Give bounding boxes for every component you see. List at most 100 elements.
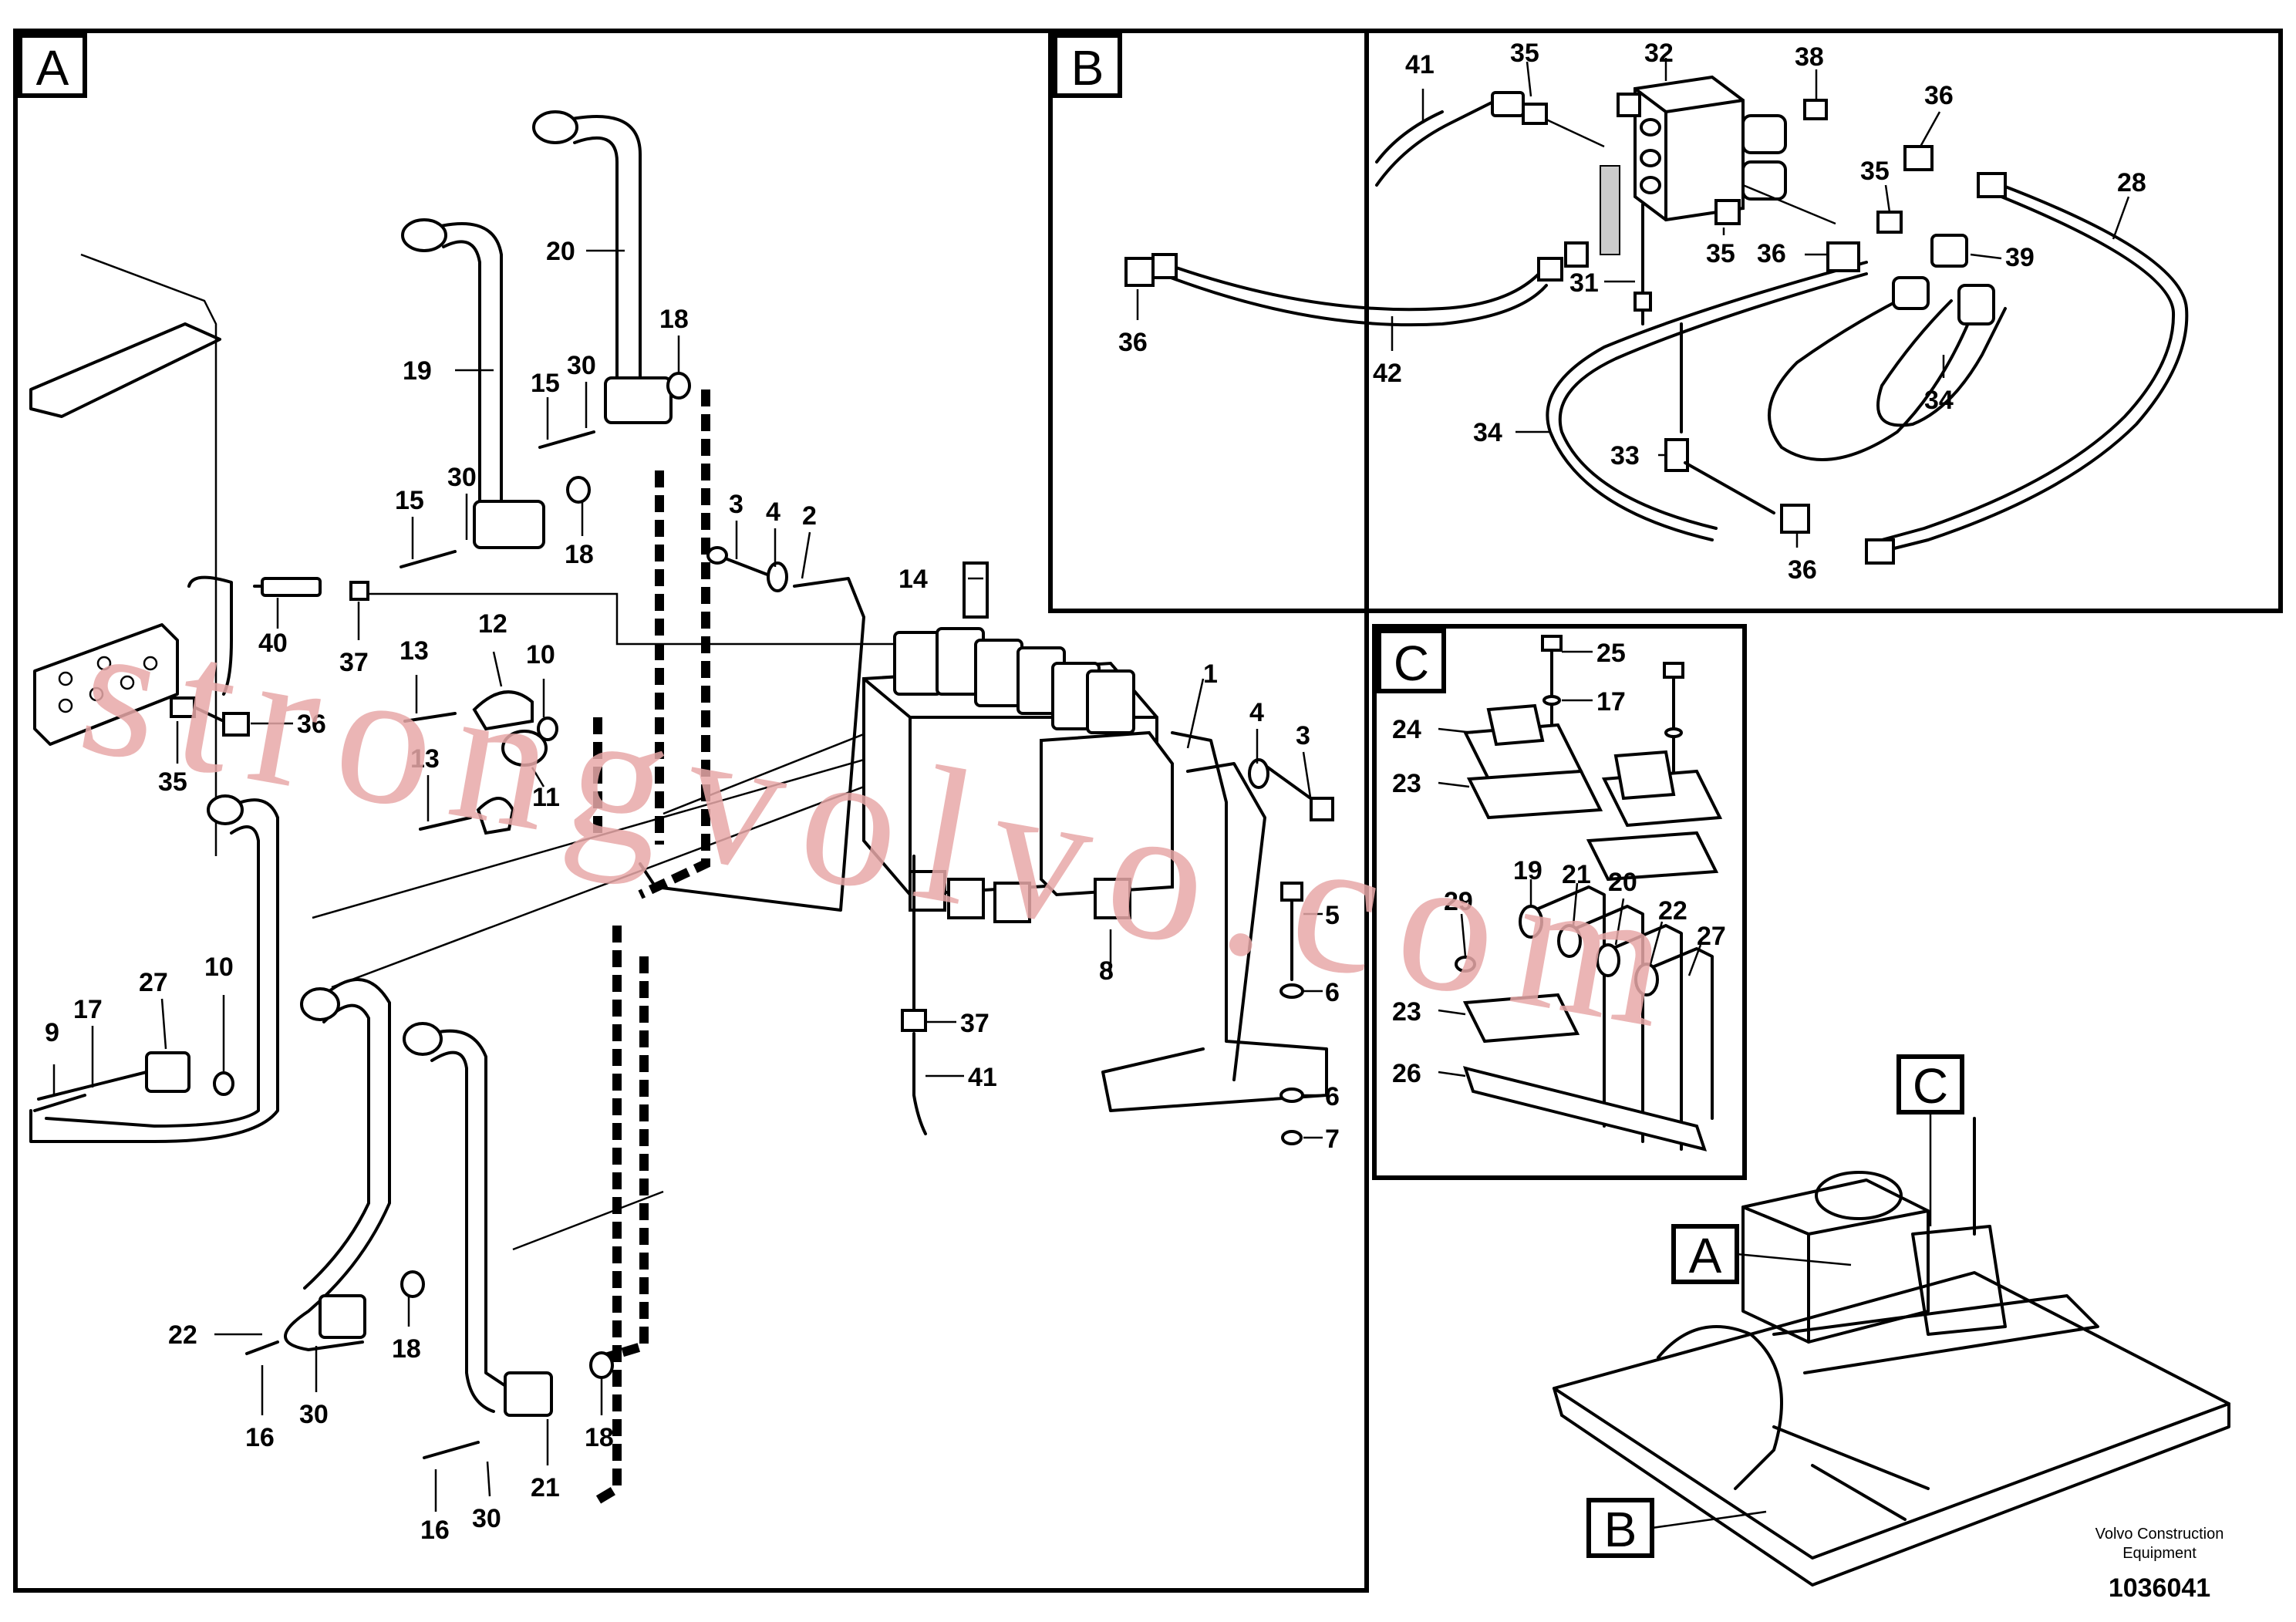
overview-frame bbox=[1553, 1271, 2230, 1560]
o-ring-18b bbox=[566, 476, 591, 504]
panel-b: B bbox=[1048, 29, 2283, 613]
callout-b-39: 39 bbox=[2005, 243, 2035, 272]
callout-c-21: 21 bbox=[1562, 860, 1591, 889]
callout-b-36c: 36 bbox=[1118, 328, 1148, 357]
pipe-27 bbox=[29, 798, 279, 1143]
callout-19: 19 bbox=[403, 356, 432, 386]
callout-7: 7 bbox=[1325, 1125, 1340, 1154]
callout-6b: 6 bbox=[1325, 1082, 1340, 1111]
route-line-2 bbox=[663, 723, 888, 815]
callout-13b: 13 bbox=[410, 744, 440, 774]
callout-b-33: 33 bbox=[1610, 441, 1640, 470]
screw-16b bbox=[423, 1441, 480, 1459]
overview-boom bbox=[1657, 1325, 1783, 1490]
clamp-23a bbox=[1466, 769, 1603, 820]
pipe-c-20 bbox=[1610, 924, 1683, 1151]
bracket-1 bbox=[1101, 731, 1328, 1112]
route-line-5 bbox=[512, 1190, 664, 1251]
callout-12: 12 bbox=[478, 609, 507, 639]
o-ring-29 bbox=[1455, 956, 1476, 973]
callout-18d: 18 bbox=[585, 1423, 614, 1452]
callout-b-36d: 36 bbox=[1788, 555, 1817, 585]
callout-c-23: 23 bbox=[1392, 769, 1421, 798]
panel-b-frame bbox=[1048, 29, 2283, 613]
panel-a-letter-box bbox=[18, 33, 87, 98]
callout-b-34a: 34 bbox=[1473, 418, 1502, 447]
callout-c-19: 19 bbox=[1513, 856, 1542, 885]
route-line-3 bbox=[331, 774, 895, 989]
footer-company-line2: Equipment bbox=[2122, 1545, 2197, 1562]
callout-b-42: 42 bbox=[1373, 359, 1402, 388]
callout-b-36a: 36 bbox=[1924, 81, 1954, 110]
overview-c-label: C bbox=[1913, 1058, 1948, 1114]
callout-10a: 10 bbox=[526, 640, 555, 669]
clamp-13 bbox=[476, 797, 515, 835]
hose-34b bbox=[1768, 292, 1976, 461]
pipe-c-22 bbox=[1649, 947, 1714, 1120]
o-ring-10a bbox=[537, 717, 558, 741]
fitting-36a bbox=[222, 712, 250, 737]
panel-a-callouts: 1 2 3 4 3 4 5 6 6 7 8 9 10 10 bbox=[45, 237, 1340, 1545]
pipe-21 bbox=[419, 1029, 511, 1390]
callout-b-36b: 36 bbox=[1757, 239, 1786, 268]
callout-c-25: 25 bbox=[1596, 639, 1626, 668]
overview-tank bbox=[1741, 1179, 1930, 1344]
bracket-2 bbox=[639, 577, 865, 912]
callout-c-22: 22 bbox=[1658, 896, 1687, 926]
footer: Volvo Construction Equipment 1036041 bbox=[2095, 1526, 2224, 1603]
callout-b-31: 31 bbox=[1569, 268, 1599, 298]
callout-30a: 30 bbox=[447, 463, 477, 492]
callout-22: 22 bbox=[168, 1320, 197, 1350]
callout-c-20: 20 bbox=[1608, 868, 1637, 897]
clamp-23c bbox=[1462, 993, 1580, 1044]
hose-28 bbox=[1880, 184, 2189, 553]
fitting-35-right bbox=[1876, 211, 1903, 234]
o-ring-18d bbox=[589, 1351, 614, 1379]
fitting-39 bbox=[1930, 234, 1968, 268]
hose-41a bbox=[912, 1032, 927, 1135]
panel-a: A bbox=[13, 29, 1369, 1593]
bolt-31-hatch bbox=[1600, 165, 1620, 255]
screw-15a bbox=[400, 550, 457, 568]
o-ring-18c bbox=[400, 1270, 425, 1298]
callout-c-24: 24 bbox=[1392, 715, 1421, 744]
callout-c-29: 29 bbox=[1444, 887, 1473, 916]
overview-a-label: A bbox=[1689, 1228, 1722, 1283]
callout-b-32: 32 bbox=[1644, 39, 1674, 68]
callout-b-34b: 34 bbox=[1924, 386, 1954, 415]
hose-34a bbox=[1546, 261, 1868, 541]
callout-18a: 18 bbox=[659, 305, 689, 334]
callout-16a: 16 bbox=[245, 1423, 275, 1452]
callout-16b: 16 bbox=[420, 1516, 450, 1545]
panel-c: C 25 17 24 bbox=[1372, 624, 1747, 1180]
callout-35: 35 bbox=[158, 767, 187, 797]
machine-overview: C A B bbox=[1553, 1054, 2230, 1587]
o-ring-18a bbox=[666, 372, 691, 400]
frame-bracket bbox=[29, 322, 221, 418]
overview-c-box bbox=[1896, 1054, 1964, 1114]
fitting-37 bbox=[901, 1009, 927, 1032]
callout-37a: 37 bbox=[339, 648, 369, 677]
callout-27: 27 bbox=[139, 968, 168, 997]
callout-18c: 18 bbox=[392, 1334, 421, 1364]
hose-40 bbox=[187, 575, 233, 696]
callout-36: 36 bbox=[297, 710, 326, 739]
callout-8: 8 bbox=[1099, 956, 1114, 986]
callout-5: 5 bbox=[1325, 901, 1340, 930]
route-dash-5 bbox=[604, 956, 649, 1362]
drawing-number: 1036041 bbox=[2109, 1573, 2210, 1603]
callout-b-35c: 35 bbox=[1706, 239, 1735, 268]
overview-a-box bbox=[1671, 1224, 1739, 1284]
pipe-19-inner bbox=[442, 240, 481, 511]
callout-15b: 15 bbox=[531, 369, 560, 398]
callout-b-35a: 35 bbox=[1510, 39, 1539, 68]
fitting-33 bbox=[1664, 438, 1689, 472]
pipe-c-19 bbox=[1533, 885, 1606, 1128]
fitting-36-bottom bbox=[1780, 504, 1810, 534]
fitting-36-left bbox=[1124, 257, 1155, 287]
fitting-36-mid bbox=[1826, 241, 1860, 272]
callout-1: 1 bbox=[1203, 659, 1218, 689]
overview-b-box bbox=[1586, 1498, 1654, 1558]
panel-b-letter: B bbox=[1071, 40, 1104, 96]
bar-26 bbox=[1462, 1066, 1708, 1152]
